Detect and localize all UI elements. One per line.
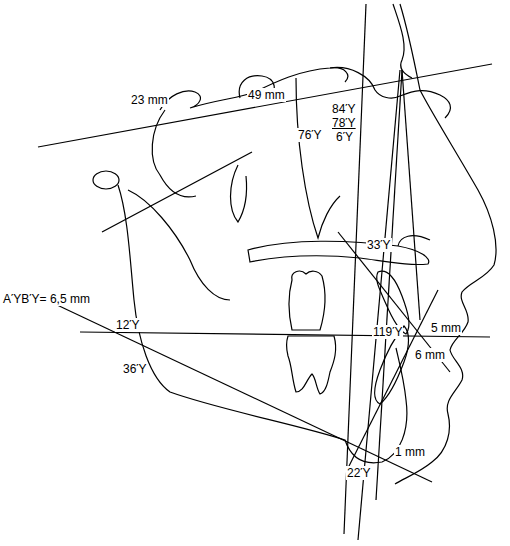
measurement-label: 1 mm bbox=[394, 445, 426, 459]
upper-molar bbox=[289, 271, 325, 330]
mandibular-plane bbox=[55, 304, 432, 482]
measurement-label: 78Ύ bbox=[331, 116, 357, 130]
lower-molar bbox=[287, 336, 336, 394]
measurement-label: 12Ύ bbox=[115, 318, 141, 332]
soft-tissue-profile bbox=[395, 4, 496, 484]
measurement-label: 6Ύ bbox=[335, 130, 354, 144]
palate bbox=[248, 241, 429, 264]
measurement-label: 6 mm bbox=[414, 348, 446, 362]
cranial-base bbox=[160, 68, 348, 110]
pterygomaxillary-fissure bbox=[231, 165, 247, 222]
measurement-label: 119Ύ bbox=[372, 325, 403, 339]
measurement-label: 22Ύ bbox=[346, 466, 372, 480]
coronoid-notch bbox=[128, 190, 230, 300]
measurement-label: 84Ύ bbox=[331, 102, 357, 116]
anterior-nasal-spine bbox=[398, 236, 430, 246]
upper-incisor-axis bbox=[338, 232, 450, 372]
measurement-label: 33Ύ bbox=[366, 238, 392, 252]
measurement-label: 23 mm bbox=[130, 93, 169, 107]
measurement-label: 76Ύ bbox=[297, 128, 323, 142]
lower-incisor-axis bbox=[348, 290, 438, 468]
ear-rod bbox=[93, 171, 119, 189]
measurement-label: 49 mm bbox=[247, 88, 286, 102]
posterior-skull bbox=[152, 110, 196, 197]
occlusal-line bbox=[80, 332, 490, 337]
measurement-label: AΎBΎ= 6,5 mm bbox=[2, 292, 91, 306]
sn-line bbox=[38, 64, 492, 147]
measurement-label: 36Ύ bbox=[122, 362, 148, 376]
mandible bbox=[118, 185, 407, 463]
condyle-line bbox=[102, 152, 252, 232]
n-a-line bbox=[402, 70, 420, 320]
anterior-cranial-base bbox=[330, 68, 450, 118]
measurement-label: 5 mm bbox=[430, 321, 462, 335]
